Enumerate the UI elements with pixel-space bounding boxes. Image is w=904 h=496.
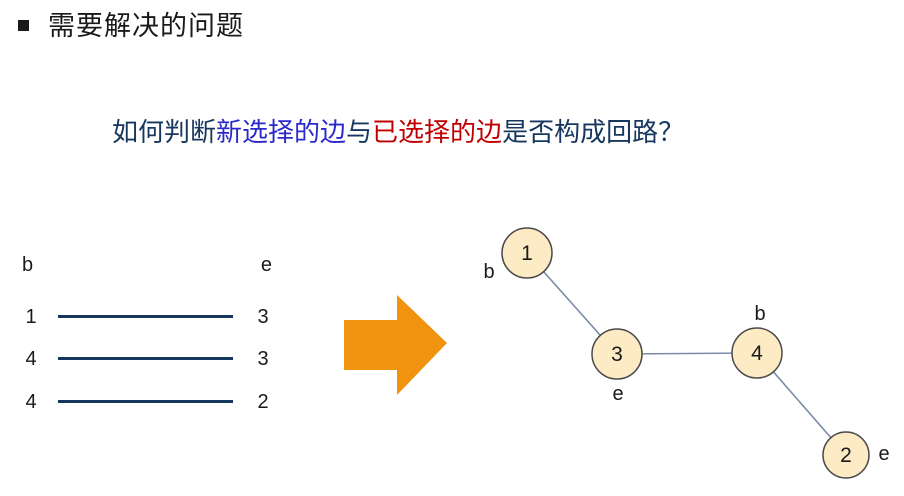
graph-node-2-label: 2	[840, 444, 852, 467]
graph-node-3	[591, 328, 643, 380]
graph-node-1	[501, 227, 553, 279]
edge-begin-value: 1	[25, 305, 37, 328]
edge-table-header: b e	[18, 254, 276, 282]
graph-node-1-tag: b	[483, 261, 494, 283]
arrow-right-shape	[344, 295, 447, 395]
title-row: 需要解决的问题	[18, 10, 244, 42]
question-segment: 是否构成回路？	[502, 117, 685, 147]
edge-end-value: 2	[257, 390, 269, 413]
square-bullet-icon	[18, 20, 29, 31]
graph-node-3-tag: e	[612, 383, 623, 405]
graph-node-2-tag: e	[878, 443, 889, 465]
edge-table-row: 4 2	[18, 388, 276, 416]
edge-end-value: 3	[257, 347, 269, 370]
edge-table: b e 1 3 4 3 4 2	[18, 254, 276, 413]
edge-begin-value: 4	[25, 390, 37, 413]
arrow-right-icon	[335, 290, 455, 402]
graph-node-4-tag: b	[754, 303, 765, 325]
graph-node-1-label: 1	[521, 242, 533, 265]
graph-node-3-label: 3	[611, 343, 623, 366]
header-end: e	[260, 254, 272, 276]
edge-line	[58, 400, 233, 403]
edge-line	[58, 357, 233, 360]
edge-begin-value: 4	[25, 347, 37, 370]
question-segment-highlight-selected: 已选择的边	[372, 117, 503, 147]
header-begin: b	[22, 254, 34, 276]
question-line: 如何判断新选择的边与已选择的边是否构成回路？	[112, 114, 684, 150]
edge-line	[58, 315, 233, 318]
graph-node-4	[731, 327, 783, 379]
edge-table-row: 4 3	[18, 345, 276, 373]
graph-diagram: 1 b 3 e 4 b 2 e	[460, 210, 904, 496]
question-segment-highlight-new: 新选择的边	[216, 117, 347, 147]
edge-table-row: 1 3	[18, 303, 276, 331]
question-segment: 如何判断	[112, 117, 217, 147]
edge-end-value: 3	[257, 305, 269, 328]
graph-node-2	[822, 431, 870, 479]
graph-node-4-label: 4	[751, 342, 763, 365]
question-segment: 与	[346, 117, 373, 147]
page-title: 需要解决的问题	[48, 11, 244, 41]
